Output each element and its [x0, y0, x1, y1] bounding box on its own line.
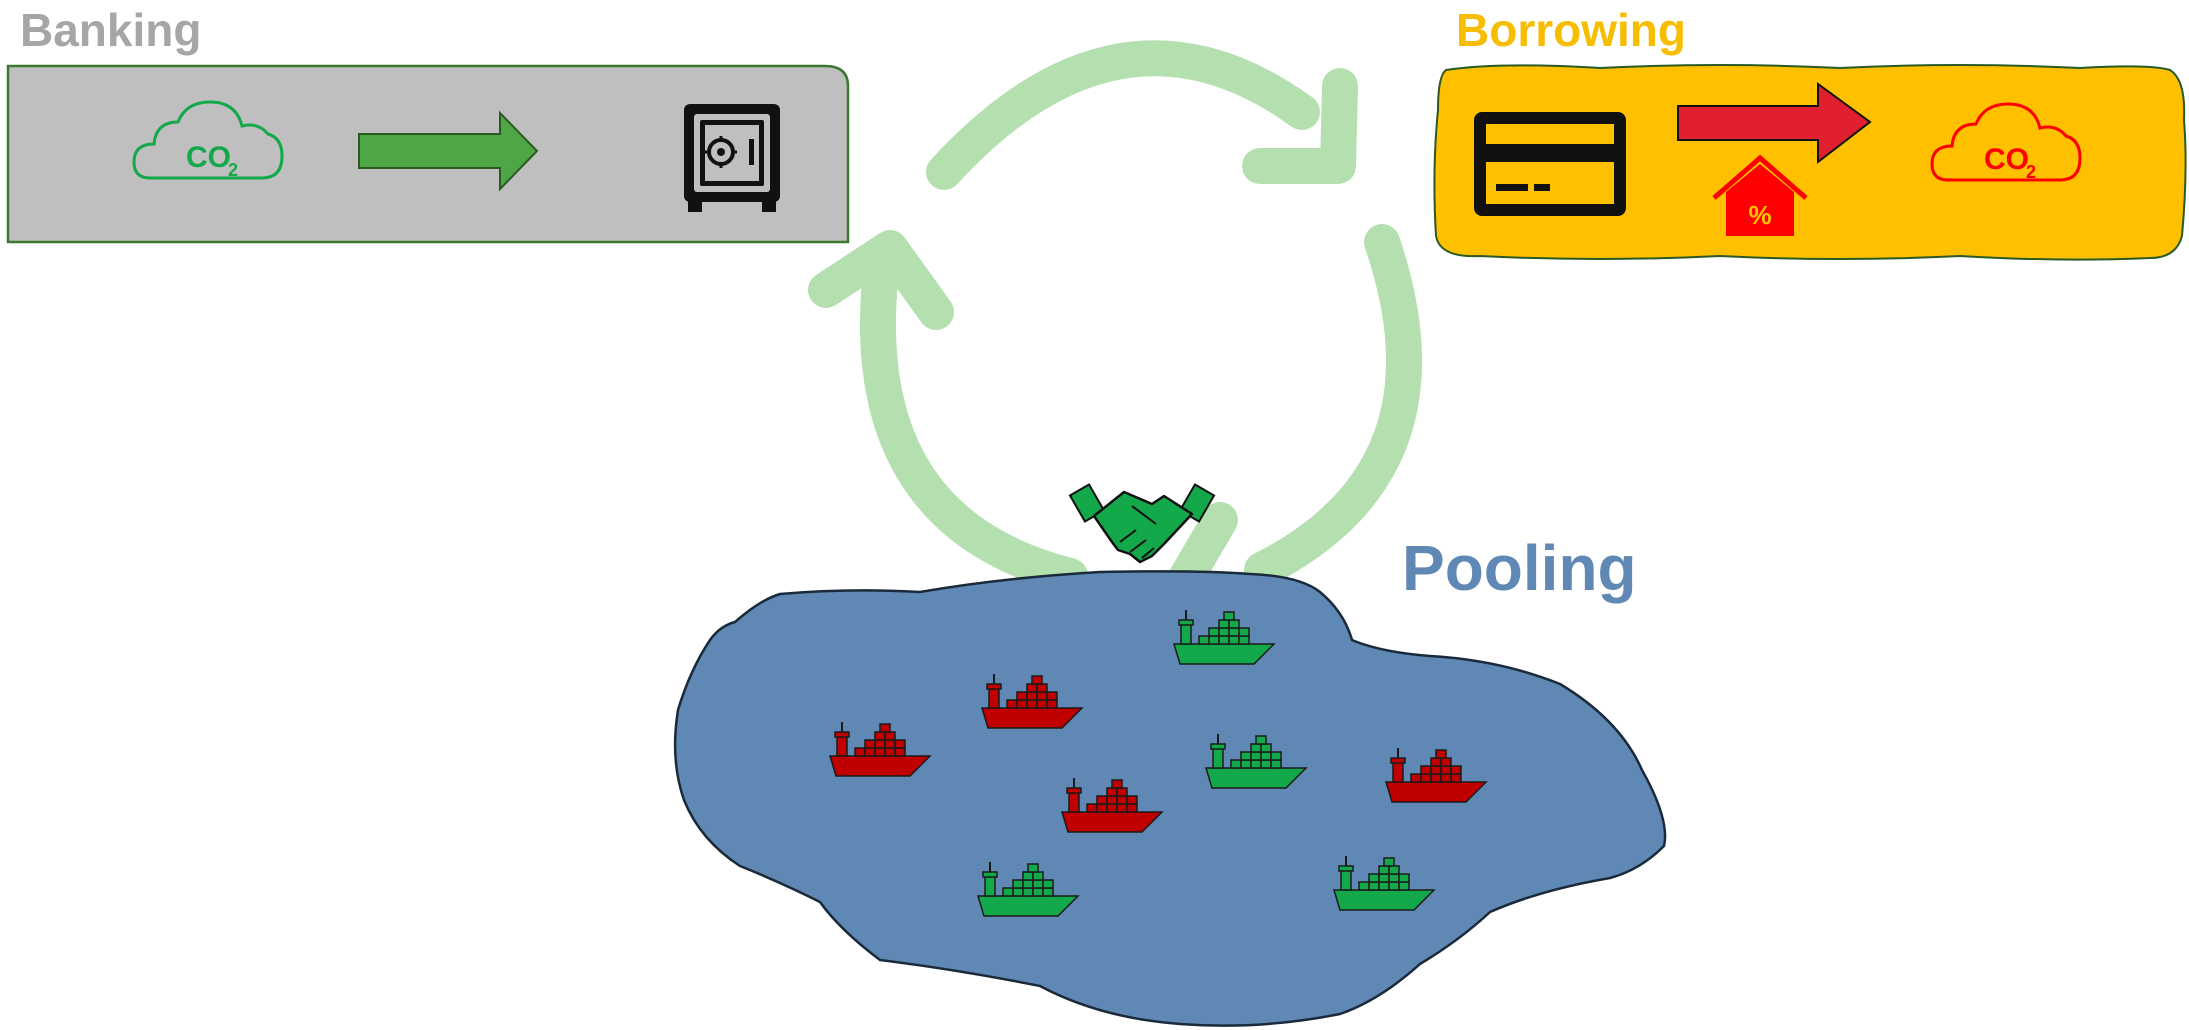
- banking-co2-subscript: 2: [228, 160, 238, 180]
- safe-icon: [684, 104, 780, 212]
- cycle-arrow-right-head: [1168, 502, 1238, 596]
- banking-co2-label: CO: [186, 141, 231, 174]
- pooling-title: Pooling: [1402, 532, 1637, 604]
- handshake-icon: [1068, 483, 1216, 564]
- borrowing-section: Borrowing % CO 2: [1433, 4, 2187, 261]
- borrow-arrow-right-icon: [1677, 82, 1872, 165]
- borrowing-title: Borrowing: [1456, 4, 1686, 56]
- banking-section: Banking CO 2: [6, 4, 850, 244]
- arrow-right-icon: [358, 110, 539, 192]
- cycle-arrow-left: [859, 244, 1088, 594]
- pool-water: [673, 570, 1667, 1027]
- banking-title: Banking: [20, 4, 201, 56]
- cycle-arrow-top-head: [1242, 68, 1358, 184]
- borrowing-co2-subscript: 2: [2026, 162, 2036, 182]
- house-percent-icon: %: [1712, 154, 1808, 236]
- house-percent-label: %: [1748, 200, 1771, 230]
- cycle-arrows: [808, 40, 1423, 596]
- borrowing-co2-label: CO: [1984, 143, 2029, 176]
- cycle-arrow-top: [926, 40, 1320, 190]
- pooling-section: Pooling: [673, 483, 1667, 1027]
- borrow-cloud-co2-icon: CO 2: [1930, 102, 2082, 182]
- cycle-arrow-left-head: [808, 230, 954, 330]
- cycle-arrow-right: [1244, 224, 1423, 588]
- cloud-co2-icon: CO 2: [132, 100, 284, 180]
- credit-card-icon: [1474, 112, 1626, 216]
